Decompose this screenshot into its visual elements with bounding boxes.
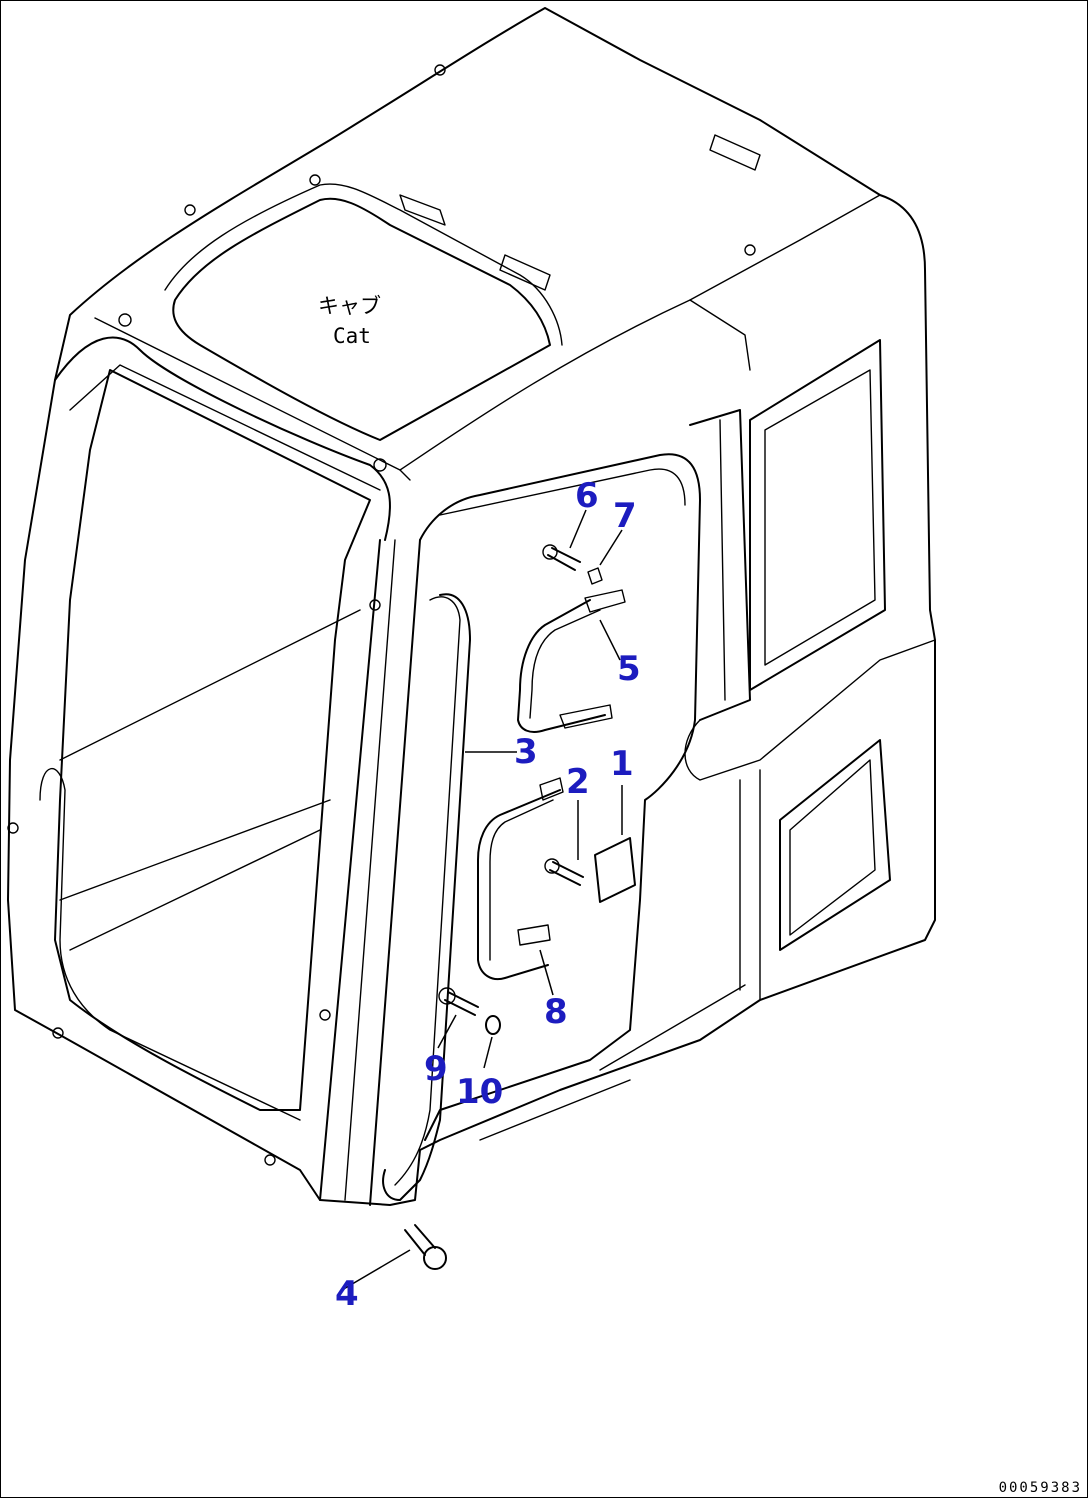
callout-7: 7 <box>613 496 637 536</box>
leader-lines <box>341 509 623 1291</box>
part-3-long-handrail <box>382 593 471 1201</box>
part-10-washer <box>485 1015 501 1035</box>
part-4-bolt <box>404 1224 447 1270</box>
callout-3: 3 <box>514 732 538 772</box>
callout-6: 6 <box>575 476 599 516</box>
callout-9: 9 <box>424 1049 448 1089</box>
drawing-id: 00059383 <box>998 1480 1082 1496</box>
part-6-bolt <box>542 544 581 571</box>
callout-10: 10 <box>456 1072 503 1112</box>
part-1-plate <box>594 837 636 903</box>
callout-4: 4 <box>335 1274 359 1314</box>
part-2-lower-handrail <box>477 777 564 980</box>
cab-body <box>7 7 936 1206</box>
callout-2: 2 <box>566 762 590 802</box>
cab-label-jp: キャブ <box>318 294 381 318</box>
callout-8: 8 <box>544 992 568 1032</box>
callout-5: 5 <box>617 649 641 689</box>
callout-1: 1 <box>610 744 634 784</box>
cab-label-en: Cat <box>333 324 371 348</box>
part-5-grab-handle <box>517 589 626 733</box>
part-9-bolt <box>438 987 479 1016</box>
part-7-washer <box>587 567 603 585</box>
part-2-bolt <box>544 858 584 886</box>
